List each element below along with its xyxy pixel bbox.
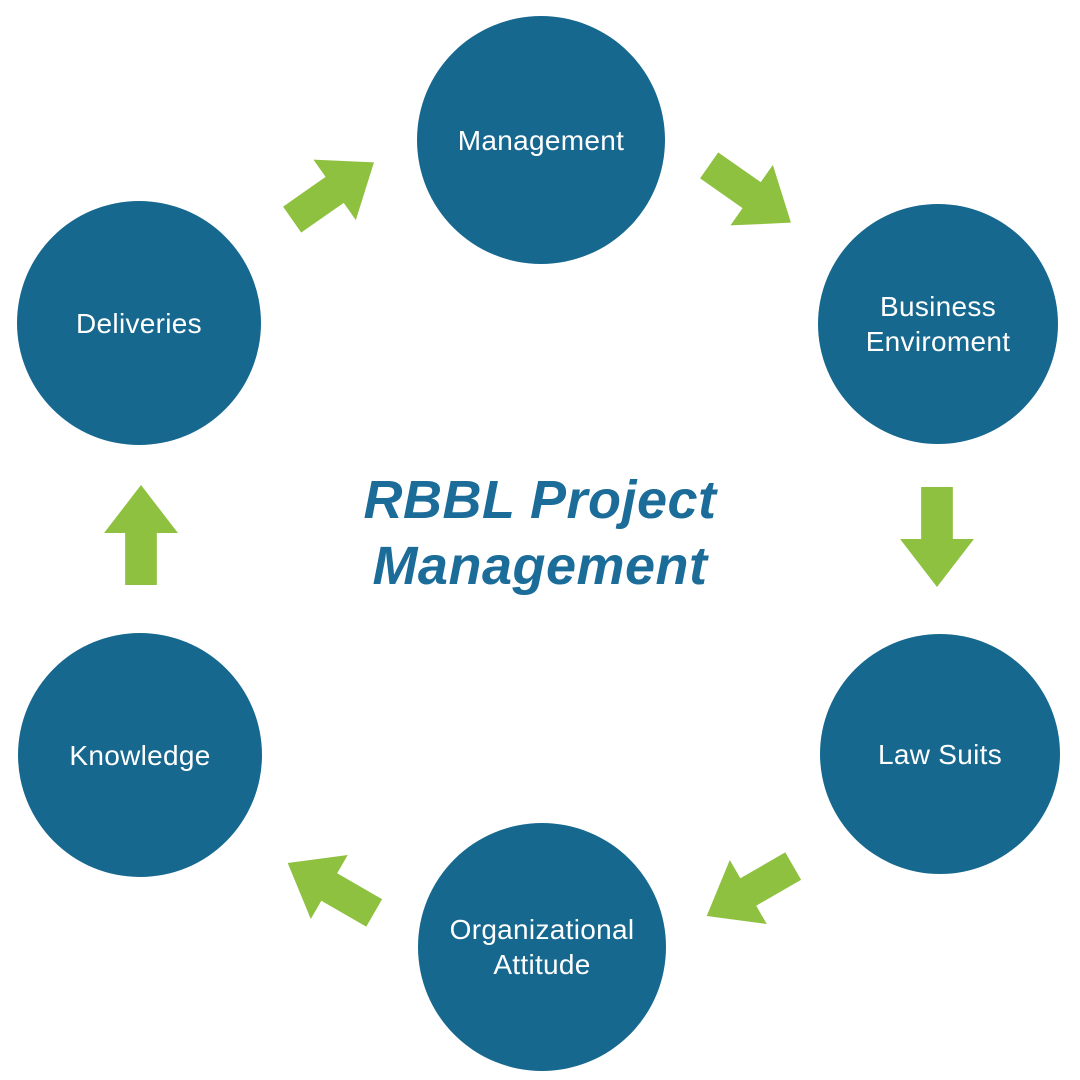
arrow-law-suits-to-organizational-attitude-icon: [685, 828, 816, 954]
arrow-business-enviroment-to-law-suits-icon: [893, 487, 981, 587]
arrow-knowledge-to-deliveries-icon: [97, 485, 185, 585]
node-management-label: Management: [457, 124, 625, 156]
node-law-suits-label: Law Suits: [877, 738, 1003, 770]
node-management: Management: [417, 16, 665, 264]
node-knowledge-label: Knowledge: [69, 739, 211, 771]
node-knowledge: Knowledge: [18, 633, 262, 877]
node-organizational-attitude-label: Organizational Attitude: [449, 914, 635, 980]
diagram-title-line2: Management: [372, 535, 708, 596]
node-business-enviroment: Business Enviroment: [818, 204, 1058, 444]
diagram-title: RBBL Project Management: [240, 468, 840, 600]
node-law-suits: Law Suits: [820, 634, 1060, 874]
arrow-organizational-attitude-to-knowledge-icon: [266, 825, 397, 951]
node-deliveries: Deliveries: [17, 201, 261, 445]
node-deliveries-label: Deliveries: [76, 307, 202, 339]
arrow-deliveries-to-management-icon: [267, 126, 399, 255]
diagram-title-line1: RBBL Project: [363, 470, 717, 530]
arrow-management-to-business-enviroment-icon: [684, 129, 816, 258]
node-organizational-attitude: Organizational Attitude: [418, 823, 666, 1071]
node-business-enviroment-label: Business Enviroment: [865, 291, 1011, 357]
